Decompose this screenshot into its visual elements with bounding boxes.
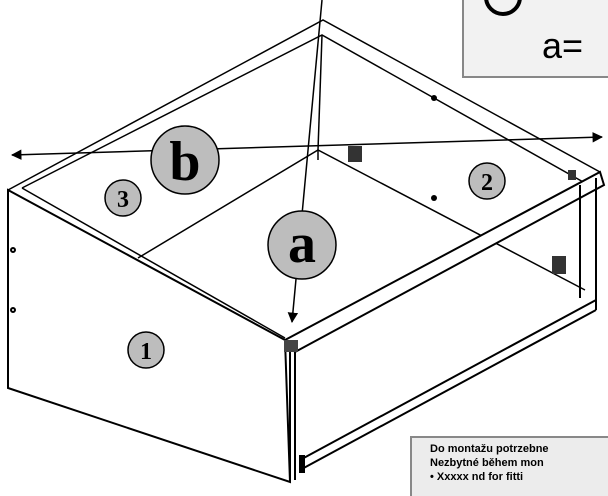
svg-text:3: 3 bbox=[117, 187, 129, 213]
front-rail bbox=[299, 178, 597, 473]
dimension-b-line bbox=[10, 132, 604, 160]
drawer-box-illustration: 1 2 3 b a bbox=[7, 0, 606, 484]
formula-panel: a= bbox=[462, 0, 608, 78]
dimension-a-label: a bbox=[267, 210, 337, 280]
info-circle-icon bbox=[484, 0, 522, 16]
part-2-label: 2 bbox=[468, 162, 506, 200]
part-3-label: 3 bbox=[104, 179, 142, 217]
note-line-3: • Xxxxx nd for fitti bbox=[430, 471, 524, 483]
part-1-label: 1 bbox=[127, 331, 165, 369]
tools-note: Do montažu potrzebne Nezbytné během mon … bbox=[410, 436, 608, 496]
svg-text:1: 1 bbox=[140, 339, 152, 365]
svg-text:2: 2 bbox=[481, 170, 493, 196]
formula-text: a= bbox=[542, 25, 584, 66]
dimension-b-label: b bbox=[150, 125, 220, 195]
assembly-diagram: 1 2 3 b a a= Do montažu potrzebne Nezbyt… bbox=[7, 0, 608, 496]
note-line-1: Do montažu potrzebne bbox=[430, 443, 549, 455]
svg-text:b: b bbox=[169, 131, 200, 193]
left-inner-panel bbox=[21, 187, 286, 339]
svg-text:a: a bbox=[288, 213, 316, 275]
note-line-2: Nezbytné během mon bbox=[430, 457, 544, 469]
